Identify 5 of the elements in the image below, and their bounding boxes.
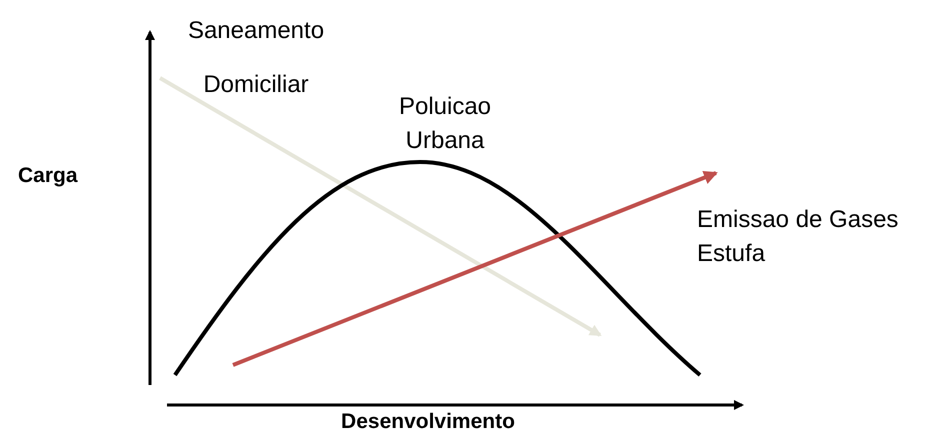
axis-title: Carga xyxy=(18,164,78,188)
axis-title: Desenvolvimento xyxy=(340,410,516,434)
curve-label: Emissao de Gases Estufa xyxy=(697,205,900,269)
curve-label: Poluicao Urbana xyxy=(398,92,492,156)
curve-label: Saneamento Domiciliar xyxy=(186,16,326,100)
